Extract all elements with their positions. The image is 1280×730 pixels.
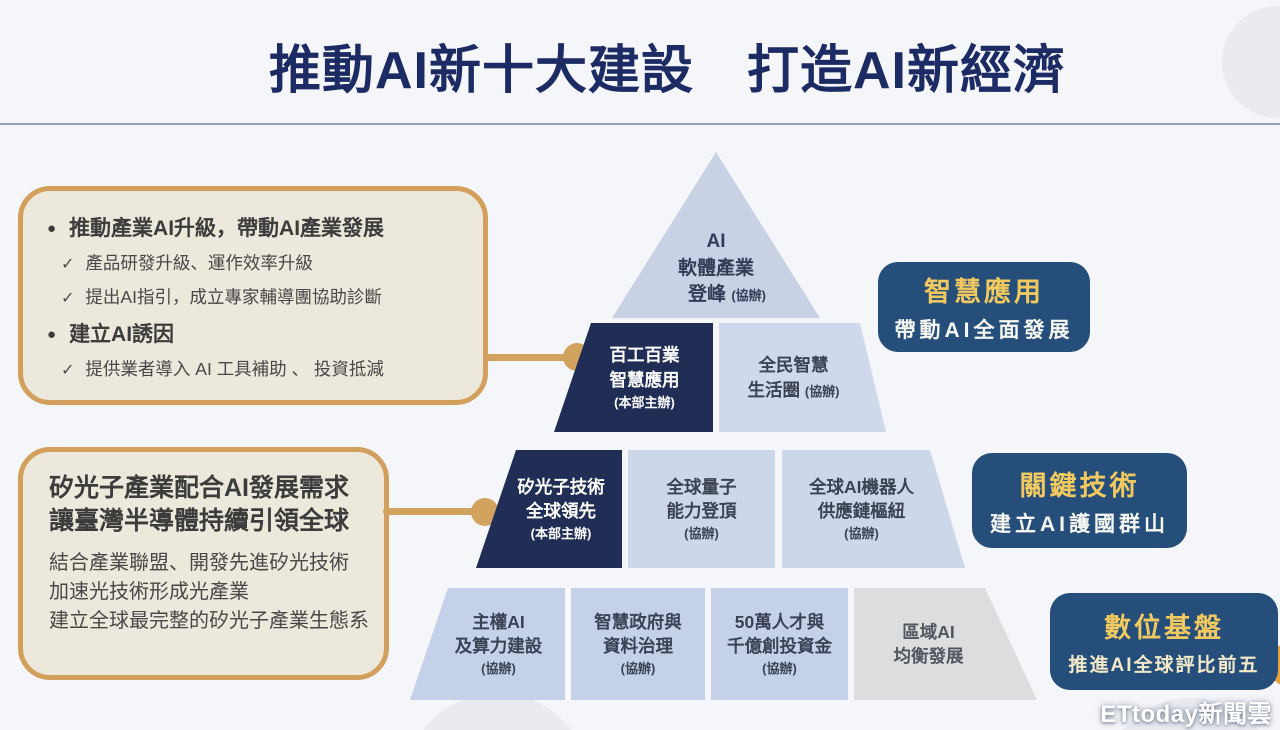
ettoday-watermark: ETtoday新聞雲 xyxy=(1100,701,1272,728)
tile-sovereign-ai-compute: 主權AI 及算力建設 (協辦) xyxy=(410,588,565,700)
check-text: 提供業者導入 AI 工具補助 、 投資抵減 xyxy=(85,359,384,380)
check-text: 產品研發升級、運作效率升級 xyxy=(85,253,313,274)
badge-smart-application: 智慧應用 帶動AI全面發展 xyxy=(878,262,1090,352)
connector-line-1 xyxy=(483,354,571,361)
industry-ai-upgrade-panel: ● 推動產業AI升級，帶動AI產業發展 ✓ 產品研發升級、運作效率升級 ✓ 提出… xyxy=(18,186,488,405)
badge-key-technology: 關鍵技術 建立AI護國群山 xyxy=(972,453,1187,548)
list-item: ✓ 產品研發升級、運作效率升級 xyxy=(47,250,467,275)
silicon-photonics-panel: 矽光子產業配合AI發展需求 讓臺灣半導體持續引領全球 結合產業聯盟、開發先進矽光… xyxy=(18,447,389,680)
bullet-text: 推動產業AI升級，帶動AI產業發展 xyxy=(69,216,385,240)
check-icon: ✓ xyxy=(61,362,75,380)
tile-smart-life-circle: 全民智慧 生活圈 (協辦) xyxy=(719,323,886,432)
check-icon: ✓ xyxy=(61,256,75,274)
tile-talent-venture-fund: 50萬人才與 千億創投資金 (協辦) xyxy=(711,588,848,700)
tile-silicon-photonics-global-lead: 矽光子技術 全球領先 (本部主辦) xyxy=(476,450,622,568)
bullet-icon: ● xyxy=(47,219,57,237)
tile-hundred-industries-smart-apps: 百工百業 智慧應用 (本部主辦) xyxy=(554,323,713,432)
bullet-icon: ● xyxy=(47,325,57,343)
tile-ai-robot-supply-chain-hub: 全球AI機器人 供應鏈樞紐 (協辦) xyxy=(782,450,965,568)
list-item: ● 建立AI誘因 xyxy=(47,318,467,348)
list-item: ✓ 提出AI指引，成立專家輔導團協助診斷 xyxy=(47,284,467,309)
tile-quantum-capability: 全球量子 能力登頂 (協辦) xyxy=(628,450,775,568)
pyramid-top-ai-software-peak: AI 軟體產業 登峰 (協辦) xyxy=(612,152,820,318)
tile-smart-gov-data-governance: 智慧政府與 資料治理 (協辦) xyxy=(571,588,705,700)
title-divider-line xyxy=(0,123,1280,125)
connector-line-2 xyxy=(383,508,478,515)
page-title: 推動AI新十大建設 打造AI新經濟 xyxy=(268,42,1066,100)
badge-digital-infrastructure: 數位基盤 推進AI全球評比前五 xyxy=(1050,593,1278,690)
list-item: ● 推動產業AI升級，帶動AI產業發展 xyxy=(47,212,467,242)
check-text: 提出AI指引，成立專家輔導團協助診斷 xyxy=(85,286,382,307)
check-icon: ✓ xyxy=(61,289,75,307)
bullet-text: 建立AI誘因 xyxy=(69,322,175,346)
tile-regional-ai-balance: 區域AI 均衡發展 xyxy=(854,588,1037,700)
panel-body: 結合產業聯盟、開發先進矽光技術 加速光技術形成光產業 建立全球最完整的矽光子產業… xyxy=(49,552,369,633)
list-item: ✓ 提供業者導入 AI 工具補助 、 投資抵減 xyxy=(47,356,467,381)
panel-title: 矽光子產業配合AI發展需求 讓臺灣半導體持續引領全球 xyxy=(49,474,350,535)
